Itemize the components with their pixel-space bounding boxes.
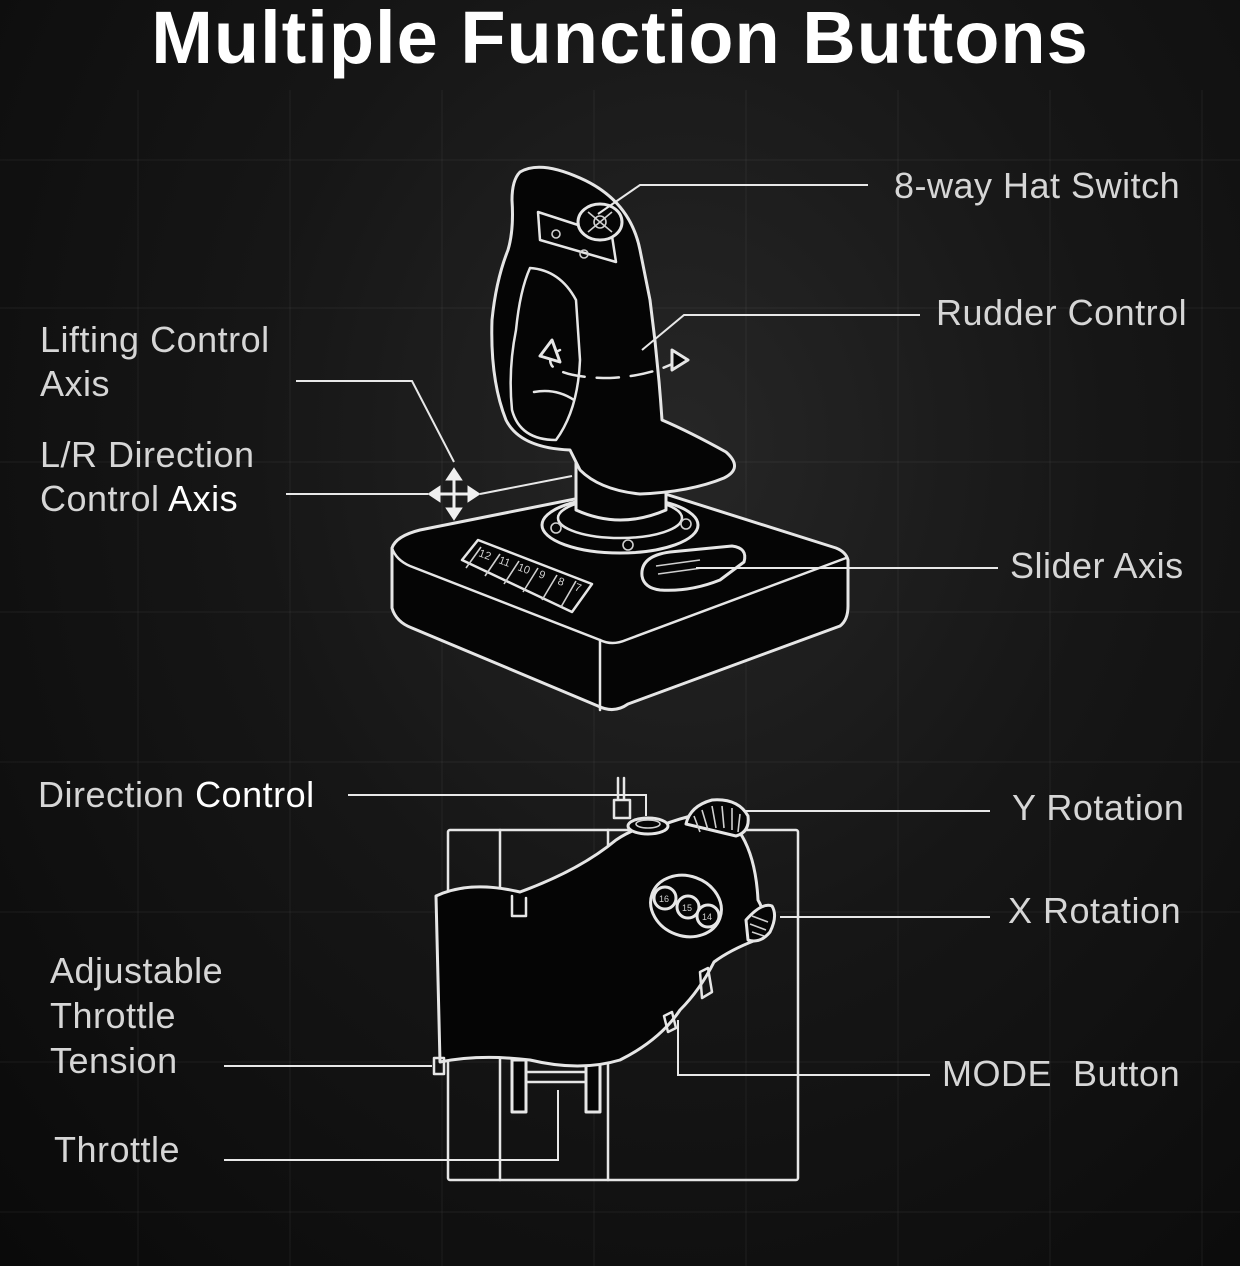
page-title: Multiple Function Buttons [151,0,1089,79]
move-arrows-icon [427,467,481,521]
label-direction-control-part-a: Direction [38,774,196,815]
throttle-button-label: 14 [702,912,712,922]
label-lr-direction-part-b: Axis [168,478,239,519]
label-direction-control-part-b: Control [195,774,315,815]
label-throttle-tension-line1: Adjustable [50,950,224,991]
label-direction-control: Direction Control [38,773,315,817]
base-button-strip: 12 11 10 9 8 7 [460,538,594,614]
base-button-label: 12 [477,548,493,563]
label-lr-direction-line1: L/R Direction [40,434,255,475]
label-mode-button: MODE Button [942,1053,1181,1094]
base-button-label: 10 [516,562,532,577]
throttle-button-label: 15 [682,903,692,913]
throttle-button-label: 16 [659,894,669,904]
throttle-unit: 16 15 14 [432,776,800,1182]
label-y-rotation: Y Rotation [1012,787,1185,828]
label-lifting-control-line2: Axis [40,363,111,404]
base-button-label: 11 [497,555,512,570]
base-button-label: 8 [556,576,566,589]
label-throttle: Throttle [54,1129,181,1170]
label-x-rotation: X Rotation [1008,890,1182,931]
label-rudder-control: Rudder Control [936,292,1188,333]
label-throttle-tension-line2: Throttle [50,995,177,1036]
label-throttle-tension-line3: Tension [50,1040,178,1081]
base-button-label: 9 [537,569,547,582]
slider-knob [640,544,747,592]
leader-lines [224,184,998,1161]
label-lr-direction-line2: Control Axis [40,477,238,521]
base-button-label: 7 [573,582,583,595]
label-hat-switch: 8-way Hat Switch [894,165,1181,206]
joystick-grip [490,165,736,496]
label-lr-direction-part-a: Control [40,478,169,519]
label-slider-axis: Slider Axis [1010,545,1184,586]
label-lifting-control-line1: Lifting Control [40,319,270,360]
